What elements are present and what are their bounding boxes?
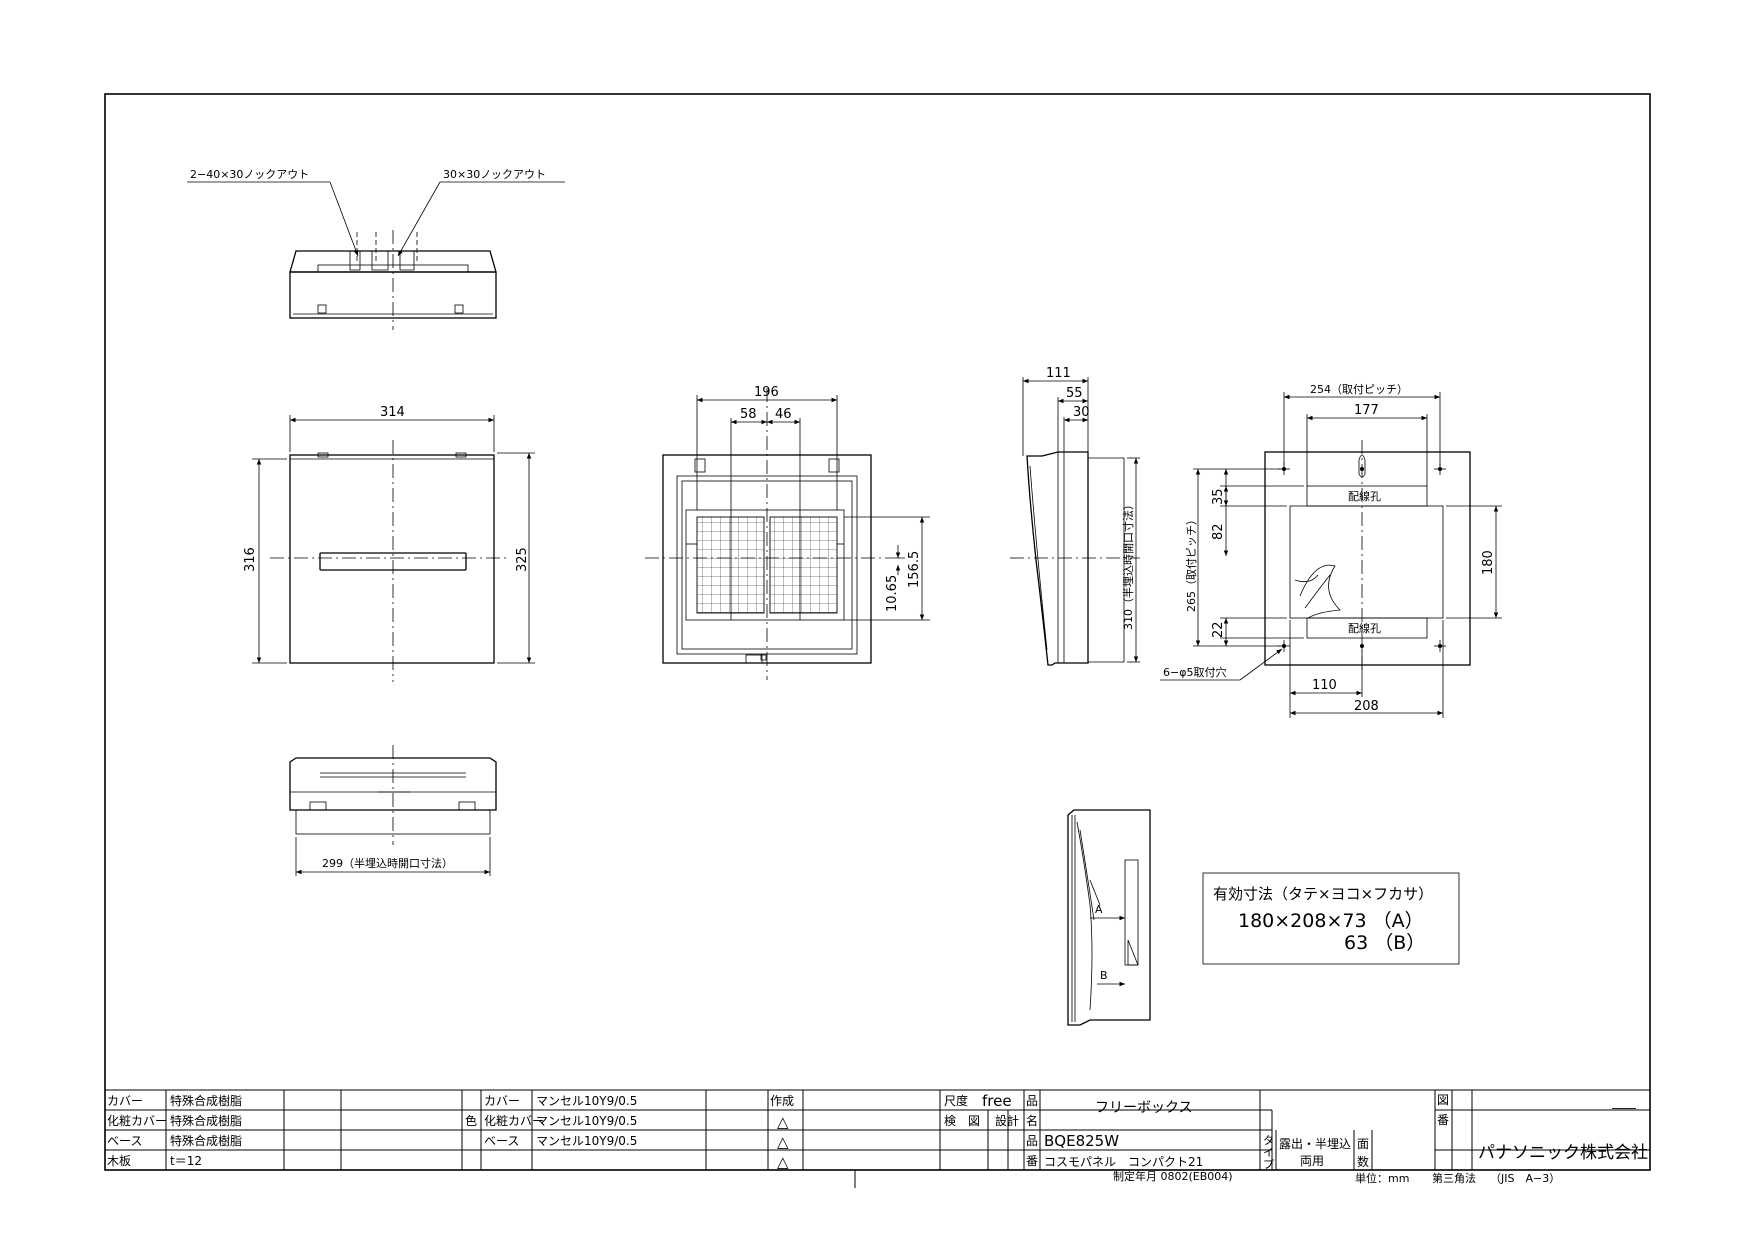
product-code: BQE825W — [1044, 1132, 1119, 1150]
color-value-2: マンセル10Y9/0.5 — [536, 1114, 637, 1128]
material-part-2: 化粧カバー — [107, 1114, 167, 1128]
revision-mark-2: △ — [777, 1133, 789, 1151]
material-value-3: 特殊合成樹脂 — [170, 1133, 242, 1148]
standard-label: （JIS A−3） — [1490, 1172, 1560, 1185]
color-part-3: ベース — [484, 1134, 519, 1148]
dim-22: 22 — [1211, 621, 1226, 638]
dim-325: 325 — [515, 547, 530, 572]
dim-314: 314 — [380, 405, 405, 420]
check-label: 検 図 — [944, 1114, 980, 1128]
dim-156-5: 156.5 — [907, 551, 922, 588]
material-part-3: ベース — [107, 1134, 142, 1148]
revision-mark-3: △ — [777, 1153, 789, 1171]
hinban-label-1: 品 — [1026, 1134, 1038, 1148]
zuban-label-2: 番 — [1437, 1113, 1449, 1127]
material-value-2: 特殊合成樹脂 — [170, 1113, 242, 1128]
hinmei-label-1: 品 — [1026, 1094, 1038, 1108]
front-view: 314 316 325 — [243, 405, 535, 682]
note-knockout-2: 2−40×30ノックアウト — [190, 168, 309, 181]
note-mount-holes: 6−φ5取付穴 — [1163, 665, 1226, 679]
hinban-label-2: 番 — [1026, 1154, 1038, 1168]
product-name: フリーボックス — [1095, 1100, 1193, 1116]
dim-196: 196 — [754, 385, 779, 400]
dim-82: 82 — [1211, 523, 1226, 540]
dim-316: 316 — [243, 547, 258, 572]
zuban-label-1: 図 — [1437, 1093, 1449, 1107]
drawing-frame — [104, 93, 1651, 1171]
design-label: 設計 — [995, 1113, 1019, 1128]
dim-265-pitch: 265（取付ピッチ） — [1185, 514, 1198, 612]
color-value-1: マンセル10Y9/0.5 — [536, 1094, 637, 1108]
dim-30: 30 — [1073, 405, 1090, 420]
dim-46: 46 — [775, 407, 792, 422]
dim-110: 110 — [1312, 678, 1337, 693]
note-310-opening: 310（半埋込時開口寸法） — [1121, 499, 1135, 630]
dim-254-pitch: 254（取付ピッチ） — [1310, 383, 1408, 396]
bottom-view: 299（半埋込時開口寸法） — [289, 745, 497, 876]
dim-111: 111 — [1046, 366, 1071, 381]
men-label-1: 面 — [1357, 1137, 1369, 1151]
material-value-4: t＝12 — [170, 1154, 202, 1168]
dim-177: 177 — [1354, 403, 1379, 418]
wiring-hole-bottom: 配線孔 — [1348, 621, 1381, 635]
type-label-3: プ — [1263, 1158, 1274, 1171]
material-value-1: 特殊合成樹脂 — [170, 1093, 242, 1108]
dim-10-65: 10.65 — [885, 575, 900, 612]
date-code: 制定年月 0802(EB004) — [1113, 1169, 1233, 1183]
color-label: 色 — [465, 1114, 477, 1128]
scale-value: free — [982, 1092, 1012, 1110]
zuban-value: ―― — [1612, 1101, 1636, 1115]
created-label: 作成 — [770, 1094, 794, 1108]
company-name: パナソニック株式会社 — [1478, 1143, 1648, 1163]
title-block: カバー 特殊合成樹脂 化粧カバー 特殊合成樹脂 ベース 特殊合成樹脂 木板 t＝… — [105, 1089, 1650, 1188]
projection-label: 第三角法 — [1432, 1171, 1476, 1185]
type-value-1: 露出・半埋込 — [1279, 1137, 1351, 1151]
dim-208: 208 — [1354, 699, 1379, 714]
section-label-b: B — [1100, 969, 1108, 982]
note-knockout-1: 30×30ノックアウト — [443, 168, 546, 181]
interior-view: 196 58 46 156.5 10.65 — [645, 385, 930, 680]
material-part-4: 木板 — [107, 1154, 131, 1168]
effective-title: 有効寸法（タテ×ヨコ×フカサ） — [1213, 885, 1433, 903]
material-part-1: カバー — [107, 1094, 143, 1108]
type-value-2: 両用 — [1300, 1154, 1324, 1168]
unit-label: 単位：mm — [1355, 1171, 1409, 1185]
color-part-1: カバー — [484, 1094, 520, 1108]
effective-dimensions-box: 有効寸法（タテ×ヨコ×フカサ） 180×208×73 （A） 63 （B） — [1202, 872, 1460, 965]
type-label-1: タ — [1263, 1134, 1274, 1147]
back-view: 配線孔 配線孔 254（取付ピッチ） 177 — [1160, 383, 1502, 718]
side-view: 111 55 30 310（半埋込時開口寸法） — [1010, 366, 1140, 666]
section-view: A B — [1067, 809, 1151, 1026]
color-value-3: マンセル10Y9/0.5 — [536, 1134, 637, 1148]
effective-line-1: 180×208×73 （A） — [1238, 910, 1424, 932]
dim-58: 58 — [740, 407, 757, 422]
hinmei-label-2: 名 — [1026, 1113, 1038, 1128]
wiring-hole-top: 配線孔 — [1348, 489, 1381, 503]
section-label-a: A — [1095, 903, 1103, 916]
dim-180: 180 — [1481, 550, 1496, 575]
top-view: 2−40×30ノックアウト 30×30ノックアウト — [187, 168, 565, 330]
effective-line-2: 63 （B） — [1344, 932, 1425, 954]
product-series: コスモパネル コンパクト21 — [1044, 1155, 1203, 1169]
color-part-2: 化粧カバー — [484, 1114, 544, 1128]
scale-label: 尺度 — [944, 1093, 968, 1108]
type-label-2: イ — [1263, 1146, 1274, 1159]
dim-35: 35 — [1211, 488, 1226, 505]
revision-mark-1: △ — [777, 1113, 789, 1131]
note-299-opening: 299（半埋込時開口寸法） — [322, 856, 453, 870]
dim-55: 55 — [1066, 386, 1083, 401]
men-label-2: 数 — [1357, 1154, 1369, 1169]
